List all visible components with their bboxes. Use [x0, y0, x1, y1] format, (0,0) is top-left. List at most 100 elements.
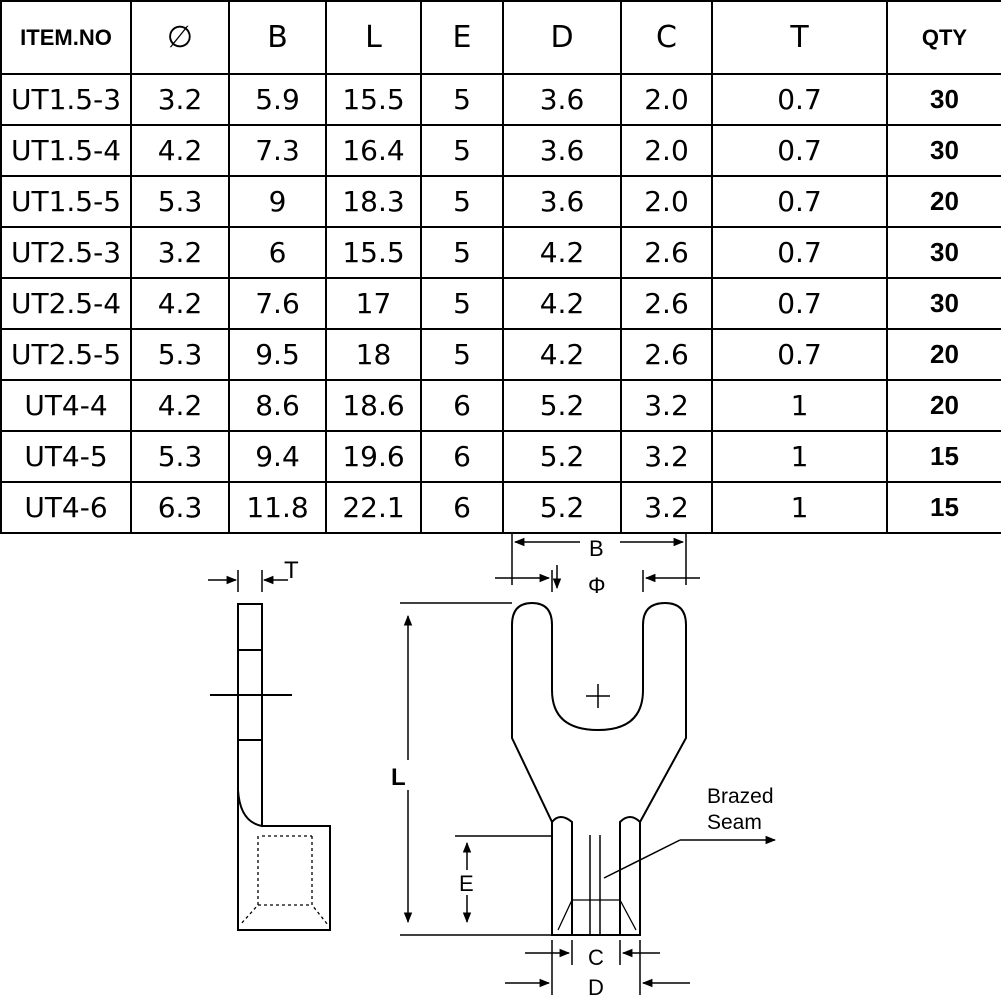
cell-d: 5.2 [502, 430, 622, 483]
header-d: D [502, 0, 622, 75]
cell-t: 0.7 [711, 226, 888, 279]
cell-t: 0.7 [711, 277, 888, 330]
cell-c: 3.2 [620, 379, 713, 432]
spec-table: ITEM.NO ∅ B L E D C T QTY UT1.5-3 3.2 5.… [0, 0, 1001, 534]
front-view [511, 601, 687, 936]
cell-qty: 30 [886, 277, 1001, 330]
cell-d: 5.2 [502, 481, 622, 534]
cell-qty: 20 [886, 328, 1001, 381]
cell-b: 6 [228, 226, 327, 279]
cell-qty: 15 [886, 430, 1001, 483]
cell-item-no: UT1.5-3 [0, 73, 132, 126]
cell-l: 22.1 [325, 481, 422, 534]
cell-e: 6 [420, 430, 504, 483]
cell-item-no: UT2.5-4 [0, 277, 132, 330]
dimension-lines [400, 532, 777, 995]
cell-t: 1 [711, 379, 888, 432]
cell-item-no: UT2.5-3 [0, 226, 132, 279]
table-row: UT1.5-5 5.3 9 18.3 5 3.6 2.0 0.7 20 [0, 175, 1001, 228]
cell-c: 3.2 [620, 481, 713, 534]
cell-t: 0.7 [711, 328, 888, 381]
cell-t: 0.7 [711, 175, 888, 228]
cell-item-no: UT1.5-4 [0, 124, 132, 177]
cell-qty: 30 [886, 73, 1001, 126]
cell-l: 18 [325, 328, 422, 381]
header-e: E [420, 0, 504, 75]
cell-b: 8.6 [228, 379, 327, 432]
label-l: L [391, 764, 406, 791]
cell-t: 0.7 [711, 73, 888, 126]
header-diameter: ∅ [130, 0, 230, 75]
table-row: UT1.5-4 4.2 7.3 16.4 5 3.6 2.0 0.7 30 [0, 124, 1001, 177]
header-t: T [711, 0, 888, 75]
cell-b: 9.4 [228, 430, 327, 483]
header-row: ITEM.NO ∅ B L E D C T QTY [0, 0, 1001, 75]
cell-l: 17 [325, 277, 422, 330]
cell-e: 5 [420, 175, 504, 228]
cell-c: 2.6 [620, 226, 713, 279]
table-row: UT4-5 5.3 9.4 19.6 6 5.2 3.2 1 15 [0, 430, 1001, 483]
cell-d: 3.6 [502, 124, 622, 177]
cell-t: 1 [711, 430, 888, 483]
cell-l: 19.6 [325, 430, 422, 483]
cell-c: 2.6 [620, 277, 713, 330]
cell-c: 2.0 [620, 124, 713, 177]
cell-item-no: UT4-4 [0, 379, 132, 432]
cell-diameter: 5.3 [130, 430, 230, 483]
cell-d: 4.2 [502, 328, 622, 381]
cell-b: 9 [228, 175, 327, 228]
cell-l: 15.5 [325, 226, 422, 279]
cell-diameter: 3.2 [130, 73, 230, 126]
cell-qty: 20 [886, 175, 1001, 228]
cell-c: 2.0 [620, 175, 713, 228]
cell-e: 5 [420, 124, 504, 177]
cell-qty: 20 [886, 379, 1001, 432]
label-c: C [588, 945, 604, 970]
label-t: T [284, 557, 299, 584]
cell-qty: 15 [886, 481, 1001, 534]
cell-l: 15.5 [325, 73, 422, 126]
cell-qty: 30 [886, 226, 1001, 279]
cell-d: 4.2 [502, 277, 622, 330]
cell-diameter: 4.2 [130, 379, 230, 432]
cell-c: 2.6 [620, 328, 713, 381]
header-l: L [325, 0, 422, 75]
side-view [208, 570, 331, 931]
cell-diameter: 5.3 [130, 328, 230, 381]
cell-e: 5 [420, 73, 504, 126]
cell-t: 0.7 [711, 124, 888, 177]
cell-qty: 30 [886, 124, 1001, 177]
label-d: D [588, 975, 604, 1000]
cell-c: 3.2 [620, 430, 713, 483]
table-row: UT4-4 4.2 8.6 18.6 6 5.2 3.2 1 20 [0, 379, 1001, 432]
cell-b: 5.9 [228, 73, 327, 126]
cell-t: 1 [711, 481, 888, 534]
cell-d: 5.2 [502, 379, 622, 432]
cell-l: 16.4 [325, 124, 422, 177]
header-qty: QTY [886, 0, 1001, 75]
cell-diameter: 6.3 [130, 481, 230, 534]
cell-item-no: UT2.5-5 [0, 328, 132, 381]
table-row: UT2.5-3 3.2 6 15.5 5 4.2 2.6 0.7 30 [0, 226, 1001, 279]
cell-diameter: 5.3 [130, 175, 230, 228]
label-b: B [589, 536, 604, 561]
cell-e: 6 [420, 379, 504, 432]
terminal-diagram: T [208, 532, 777, 1000]
cell-e: 5 [420, 277, 504, 330]
cell-d: 3.6 [502, 73, 622, 126]
cell-e: 5 [420, 226, 504, 279]
table-row: UT2.5-5 5.3 9.5 18 5 4.2 2.6 0.7 20 [0, 328, 1001, 381]
cell-item-no: UT4-5 [0, 430, 132, 483]
label-seam: Seam [707, 811, 762, 834]
table-row: UT2.5-4 4.2 7.6 17 5 4.2 2.6 0.7 30 [0, 277, 1001, 330]
table-row: UT4-6 6.3 11.8 22.1 6 5.2 3.2 1 15 [0, 481, 1001, 534]
cell-b: 11.8 [228, 481, 327, 534]
cell-l: 18.3 [325, 175, 422, 228]
cell-diameter: 4.2 [130, 277, 230, 330]
header-b: B [228, 0, 327, 75]
cell-item-no: UT1.5-5 [0, 175, 132, 228]
cell-c: 2.0 [620, 73, 713, 126]
header-item-no: ITEM.NO [0, 0, 132, 75]
cell-b: 9.5 [228, 328, 327, 381]
cell-b: 7.3 [228, 124, 327, 177]
